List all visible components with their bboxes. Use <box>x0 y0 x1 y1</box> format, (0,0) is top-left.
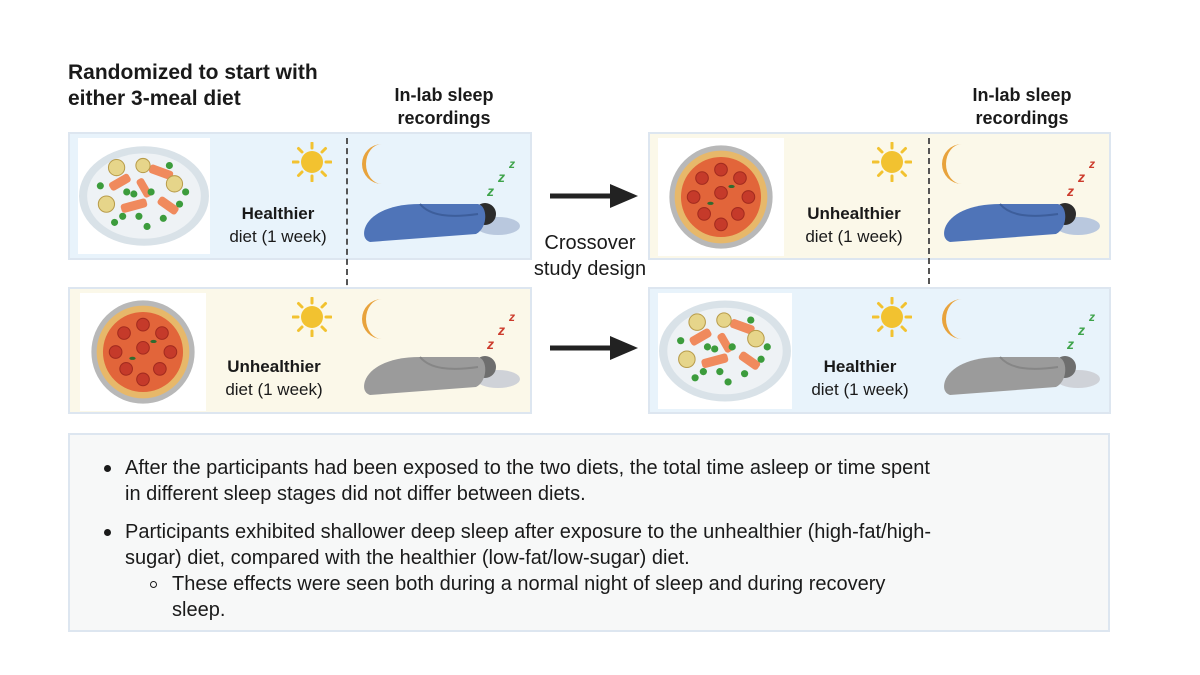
lab-title-right: In-lab sleep recordings <box>972 85 1072 128</box>
diet-label-left-bottom: Unhealthier diet (1 week) <box>204 355 344 401</box>
svg-text:z: z <box>508 157 515 171</box>
diet-label-left-top: Healthier diet (1 week) <box>208 202 348 248</box>
finding-2-line-1: Participants exhibited shallower deep sl… <box>125 521 932 543</box>
lab-title-left: In-lab sleep recordings <box>394 85 494 128</box>
finding-1-line-1: After the participants had been exposed … <box>125 457 930 479</box>
findings-box: After the participants had been exposed … <box>68 433 1110 632</box>
diet-duration: diet (1 week) <box>225 380 323 399</box>
finding-3-line-2: sleep. <box>172 599 226 621</box>
svg-text:z: z <box>486 336 494 352</box>
panel-left-bottom: Unhealthier diet (1 week) z z z <box>68 287 532 414</box>
pizza-image <box>658 138 784 256</box>
svg-text:z: z <box>486 183 494 199</box>
sleeping-person-gray-icon: z z z <box>944 310 1100 395</box>
sun-icon <box>872 142 912 182</box>
svg-text:z: z <box>497 169 505 185</box>
sleeping-person-blue-icon: z z z <box>364 157 520 242</box>
sub-bullet-circle <box>150 581 157 588</box>
panel-right-top: Unhealthier diet (1 week) z z z <box>648 132 1111 260</box>
healthy-plate-image <box>658 293 792 409</box>
arrow-right-bottom-icon <box>550 336 638 360</box>
finding-3-line-1: These effects were seen both during a no… <box>172 573 886 595</box>
bullet-dot <box>104 465 111 472</box>
svg-text:z: z <box>508 310 515 324</box>
healthy-plate-image <box>78 138 210 254</box>
svg-text:z: z <box>1088 157 1095 171</box>
sun-icon <box>872 297 912 337</box>
diet-name: Unhealthier <box>807 204 901 223</box>
diet-name: Healthier <box>823 357 897 376</box>
diet-duration: diet (1 week) <box>229 227 327 246</box>
sun-icon <box>292 142 332 182</box>
panel-left-top: Healthier diet (1 week) z z z <box>68 132 532 260</box>
crossover-label: Crossover study design <box>533 232 647 280</box>
pizza-image <box>80 293 206 411</box>
diet-label-right-top: Unhealthier diet (1 week) <box>784 202 924 248</box>
sleeping-person-gray-icon: z z z <box>364 310 520 395</box>
svg-text:z: z <box>1066 336 1074 352</box>
diet-name: Unhealthier <box>227 357 321 376</box>
study-title: Randomized to start with either 3-meal d… <box>68 61 318 110</box>
divider-left <box>346 138 348 406</box>
divider-right <box>928 138 930 414</box>
bullet-dot <box>104 529 111 536</box>
panel-right-bottom: Healthier diet (1 week) z z z <box>648 287 1111 414</box>
svg-text:z: z <box>1066 183 1074 199</box>
diet-duration: diet (1 week) <box>805 227 903 246</box>
svg-text:z: z <box>1077 322 1085 338</box>
arrow-right-top-icon <box>550 184 638 208</box>
diet-duration: diet (1 week) <box>811 380 909 399</box>
finding-2-line-2: sugar) diet, compared with the healthier… <box>125 547 690 569</box>
finding-1-line-2: in different sleep stages did not differ… <box>125 483 586 505</box>
sun-icon <box>292 297 332 337</box>
svg-text:z: z <box>1077 169 1085 185</box>
sleeping-person-blue-icon: z z z <box>944 157 1100 242</box>
diet-label-right-bottom: Healthier diet (1 week) <box>790 355 930 401</box>
svg-text:z: z <box>1088 310 1095 324</box>
diet-name: Healthier <box>241 204 315 223</box>
svg-text:z: z <box>497 322 505 338</box>
